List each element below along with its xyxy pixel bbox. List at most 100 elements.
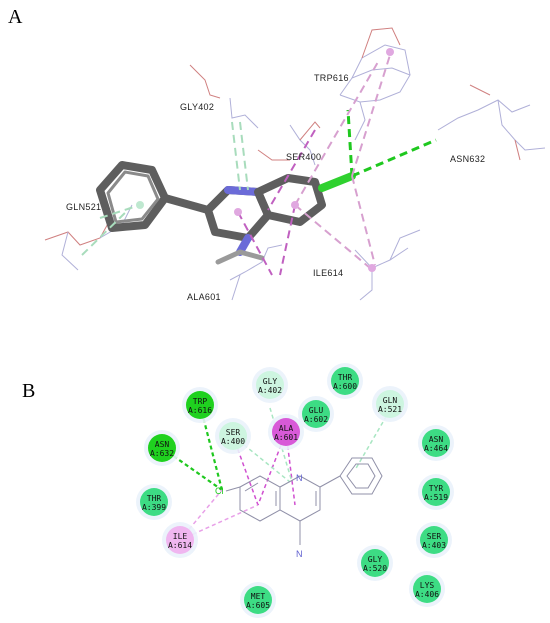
label-gln521: GLN521 <box>66 202 101 212</box>
residue-circle <box>148 434 176 462</box>
residue-circle <box>302 400 330 428</box>
label-ile614: ILE614 <box>313 268 343 278</box>
residue-chain-number: A:614 <box>168 541 192 550</box>
residue-halo <box>418 425 454 461</box>
residue-halo <box>136 484 172 520</box>
residue-circle <box>256 371 284 399</box>
residue-name: ALA <box>279 424 294 433</box>
residue-name: MET <box>251 592 266 601</box>
residue-circle <box>422 478 450 506</box>
residue-name: GLN <box>383 396 398 405</box>
residue-halo <box>144 430 180 466</box>
residue-name: TYR <box>429 484 444 493</box>
atom-amine-n: N <box>296 549 303 559</box>
panel-b-letter: B <box>22 380 36 402</box>
panel-a-3d-view: GLY402 TRP616 SER400 ASN632 GLN521 ILE61… <box>44 27 546 302</box>
residue-name: GLU <box>309 406 324 415</box>
residue-halo <box>268 414 304 450</box>
label-ser400: SER400 <box>286 152 321 162</box>
residue-chain-number: A:520 <box>363 564 387 573</box>
residue-halo <box>416 522 452 558</box>
residue-halo <box>240 582 276 618</box>
residue-halo <box>327 363 363 399</box>
centroid-dots <box>136 48 394 272</box>
residue-circle <box>361 549 389 577</box>
residue-halo <box>215 418 251 454</box>
residue-chain-number: A:402 <box>258 386 282 395</box>
residue-name: ASN <box>155 440 170 449</box>
residue-halo <box>409 571 445 607</box>
residue-chain-number: A:406 <box>415 590 439 599</box>
residue-circle <box>244 586 272 614</box>
residue-chain-number: A:399 <box>142 503 166 512</box>
ligand-2d-skeleton <box>225 457 383 545</box>
ligand-stick-model <box>96 161 356 265</box>
residue-chain-number: A:602 <box>304 415 328 424</box>
residue-halo <box>298 396 334 432</box>
residue-chain-number: A:521 <box>378 405 402 414</box>
residue-circle <box>420 526 448 554</box>
residue-circle <box>413 575 441 603</box>
label-ala601: ALA601 <box>187 292 221 302</box>
residue-halo <box>372 386 408 422</box>
residue-name: SER <box>427 532 442 541</box>
interaction-lines-a <box>81 54 437 276</box>
residue-circle <box>186 391 214 419</box>
label-gly402: GLY402 <box>180 102 214 112</box>
residue-chain-number: A:400 <box>221 437 245 446</box>
residue-halo <box>357 545 393 581</box>
residue-name: GLY <box>368 555 383 564</box>
residue-chain-number: A:403 <box>422 541 446 550</box>
residue-circle <box>422 429 450 457</box>
residue-name: THR <box>147 494 162 503</box>
residue-halo <box>182 387 218 423</box>
residue-chain-number: A:519 <box>424 493 448 502</box>
residue-name: THR <box>338 373 353 382</box>
residue-halo <box>162 522 198 558</box>
residue-halo <box>418 474 454 510</box>
residue-name: GLY <box>263 377 278 386</box>
residue-circle <box>331 367 359 395</box>
residue-name: TRP <box>193 397 208 406</box>
atom-cl: Cl <box>215 486 224 496</box>
atom-ring-n: N <box>296 473 303 483</box>
residue-chain-number: A:464 <box>424 444 448 453</box>
residue-chain-number: A:601 <box>274 433 298 442</box>
residue-chain-number: A:605 <box>246 601 270 610</box>
residue-circle <box>219 422 247 450</box>
panel-a-letter: A <box>8 6 23 28</box>
label-trp616: TRP616 <box>314 73 349 83</box>
label-asn632: ASN632 <box>450 154 485 164</box>
residue-circle <box>376 390 404 418</box>
interaction-lines-b <box>161 404 391 541</box>
residue-name: ILE <box>173 532 188 541</box>
residue-chain-number: A:616 <box>188 406 212 415</box>
residue-halo <box>252 367 288 403</box>
residue-sticks <box>44 27 546 301</box>
residue-chain-number: A:632 <box>150 449 174 458</box>
residue-circle <box>166 526 194 554</box>
residue-name: ASN <box>429 435 444 444</box>
residue-circle <box>272 418 300 446</box>
residue-name: SER <box>226 428 241 437</box>
residue-chain-number: A:600 <box>333 382 357 391</box>
residue-name: LYS <box>420 581 435 590</box>
residue-discs: TRPA:616GLYA:402THRA:600GLNA:521GLUA:602… <box>136 363 454 618</box>
residue-circle <box>140 488 168 516</box>
